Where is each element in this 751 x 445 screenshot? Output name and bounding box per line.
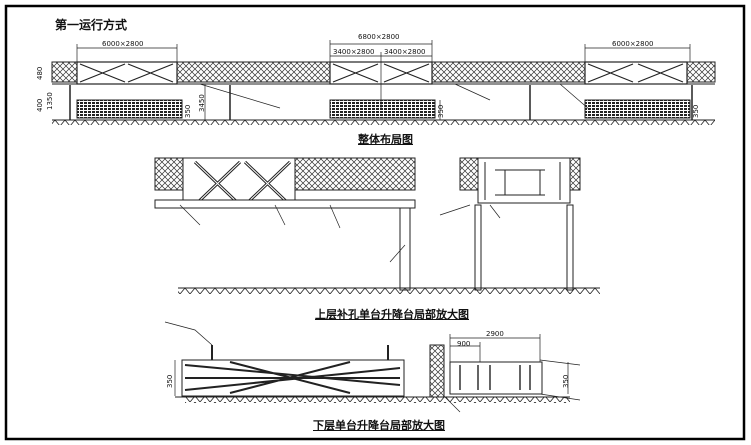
upper-detail-caption: 上层补孔单台升降台局部放大图 [315, 308, 469, 321]
dim-center-half-a: 3400×2800 [333, 48, 375, 56]
main-title: 第一运行方式 [55, 18, 128, 32]
dim-lower-width-total: 2900 [486, 330, 504, 338]
dim-center-span: 6800×2800 [358, 33, 400, 41]
support-columns [69, 85, 693, 120]
lower-detail-caption: 下层单台升降台局部放大图 [313, 419, 445, 432]
upper-detail [154, 157, 600, 294]
dim-left-c: 400 [36, 98, 44, 112]
dim-center-half-b: 3400×2800 [384, 48, 426, 56]
sheet-border [4, 4, 746, 441]
dim-height-total: 3450 [198, 94, 206, 112]
overall-layout [51, 40, 716, 125]
dim-lift-h1: 350 [184, 104, 192, 118]
lower-detail [164, 321, 581, 413]
upper-lifts [76, 61, 688, 85]
dim-lower-width-part: 900 [457, 340, 471, 348]
dim-lift-h2: 350 [437, 104, 445, 118]
lower-lifts [76, 99, 691, 119]
dim-right-span: 6000×2800 [612, 40, 654, 48]
dim-left-a: 480 [36, 66, 44, 80]
dim-lower-height-left: 350 [166, 374, 174, 388]
dim-left-b: 1350 [46, 92, 54, 110]
dimension-lines [76, 40, 691, 120]
dim-lower-height-right: 350 [562, 374, 570, 388]
overall-caption: 整体布局图 [358, 133, 413, 146]
ground-line [52, 120, 715, 125]
dim-left-span: 6000×2800 [102, 40, 144, 48]
dim-lift-h3: 350 [692, 104, 700, 118]
